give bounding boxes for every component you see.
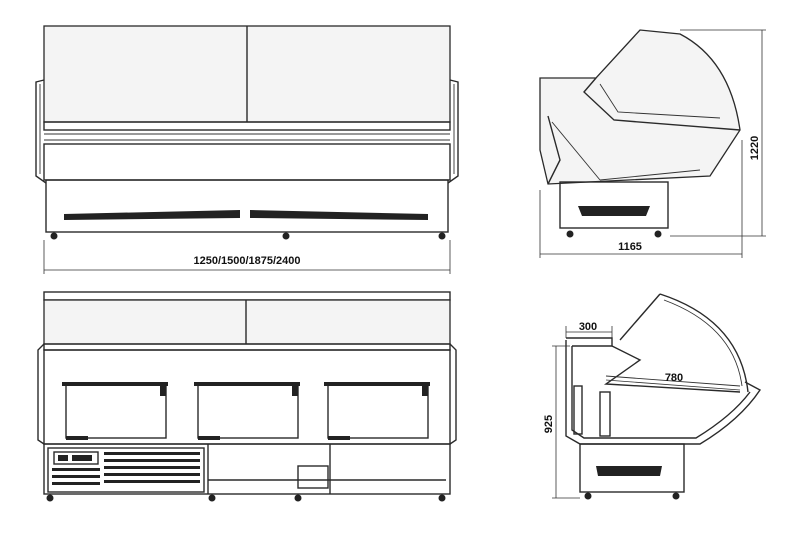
glass-depth-label: 780	[665, 372, 683, 384]
front-view-base	[45, 179, 449, 233]
side-height-label: 1220	[749, 136, 761, 160]
rear-view-upper-glass	[43, 299, 451, 345]
section-height-label: 925	[543, 415, 555, 433]
rear-view	[37, 291, 457, 502]
cross-section: 300 780 925	[543, 293, 762, 500]
front-view-left-end-panel	[35, 79, 47, 184]
cross-section-grille	[596, 466, 662, 476]
side-depth-label: 1165	[618, 241, 642, 253]
front-view-right-end-panel	[447, 79, 459, 184]
front-view: 1250/1500/1875/2400	[35, 25, 459, 274]
side-view-grille	[578, 206, 650, 216]
front-view-grille	[64, 210, 428, 220]
rear-view-left-end	[37, 343, 45, 445]
side-view-body	[539, 29, 741, 185]
rear-view-doors	[62, 382, 430, 440]
side-view-base	[559, 181, 669, 229]
cross-section-base	[579, 443, 685, 493]
side-view: 1220 1165	[539, 29, 766, 258]
rear-view-vent-grille	[52, 452, 200, 485]
counter-depth-label: 300	[579, 321, 597, 333]
front-width-label: 1250/1500/1875/2400	[193, 255, 300, 267]
rear-view-right-end	[449, 343, 457, 445]
control-panel	[53, 451, 99, 465]
rear-view-base	[43, 443, 451, 495]
rear-view-machine-compartment	[47, 447, 205, 493]
